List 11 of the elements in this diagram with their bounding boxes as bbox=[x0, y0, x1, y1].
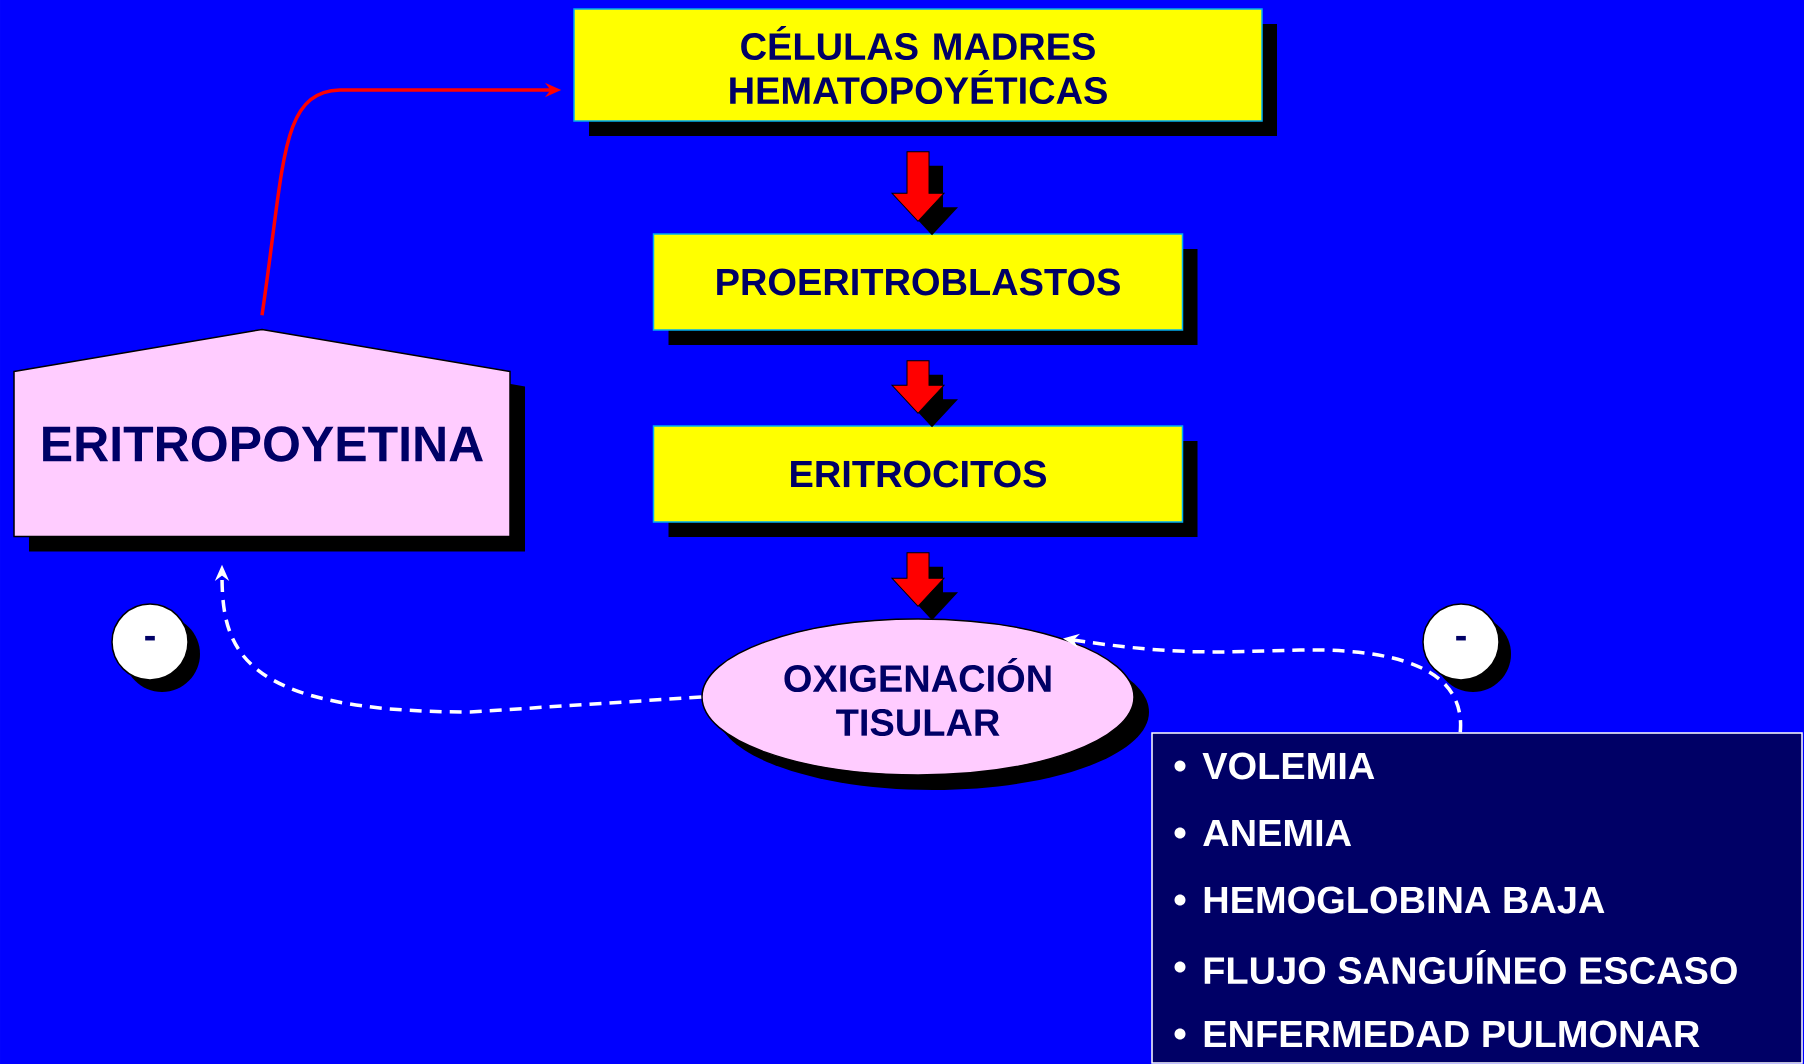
list-item: VOLEMIA bbox=[1202, 752, 1375, 780]
list-item: ENFERMEDAD PULMONAR bbox=[1204, 1020, 1700, 1048]
block-arrow bbox=[891, 151, 958, 236]
process-box: PROERITROBLASTOS bbox=[652, 233, 1198, 345]
block-arrow bbox=[891, 552, 958, 621]
process-box: ERITROCITOS bbox=[652, 425, 1198, 537]
list-item: HEMOGLOBINA BAJA bbox=[1204, 886, 1605, 914]
block-arrow bbox=[891, 360, 958, 428]
list-item: FLUJO SANGUÍNEO ESCASO bbox=[1204, 950, 1737, 985]
list-item: ANEMIA bbox=[1203, 819, 1352, 847]
process-box: CÉLULAS MADRES HEMATOPOYÉTICAS bbox=[573, 8, 1277, 136]
